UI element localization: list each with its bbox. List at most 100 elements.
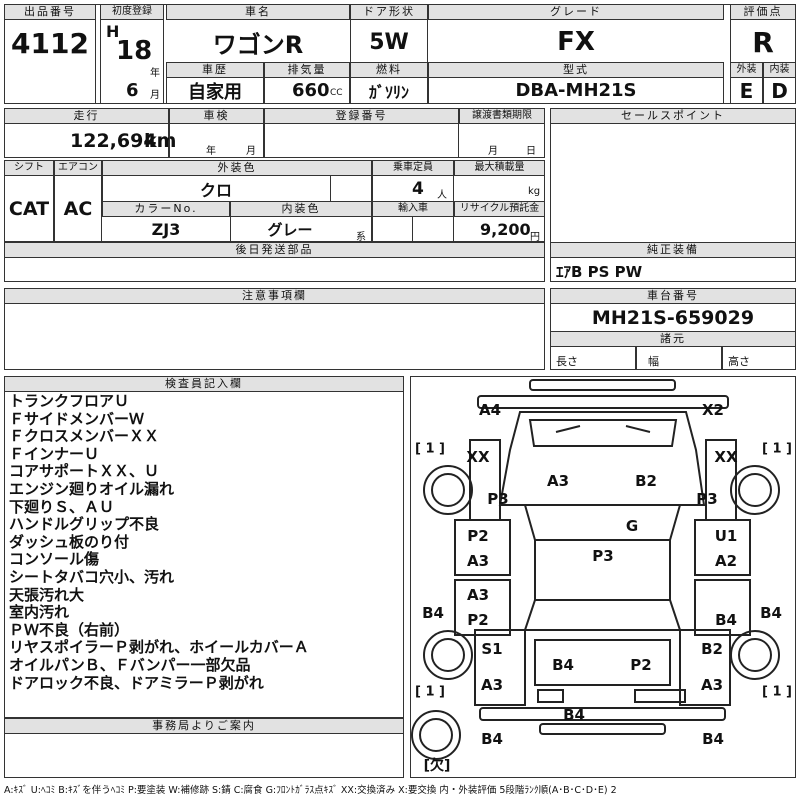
interior-cell bbox=[763, 77, 796, 104]
mileage-unit: km bbox=[144, 130, 177, 152]
dmg-x2-tr: X2 bbox=[701, 401, 725, 419]
note-line: ＰＷ不良（右前） bbox=[9, 620, 130, 639]
front-bumper-bar bbox=[529, 379, 676, 391]
car-diagram bbox=[411, 379, 780, 760]
rear-hatch bbox=[534, 639, 671, 686]
ext-color: クロ bbox=[199, 180, 232, 200]
model: DBA-MH21S bbox=[515, 80, 637, 101]
dmg-p2-rl: P2 bbox=[467, 611, 489, 629]
max-load-unit: kg bbox=[528, 186, 541, 197]
car-name: ワゴンR bbox=[212, 30, 304, 59]
dmg-b4-bl: B4 bbox=[481, 730, 503, 748]
int-color-cell bbox=[230, 216, 372, 242]
note-line: 室内汚れ bbox=[9, 603, 70, 622]
era: H bbox=[106, 22, 120, 41]
displacement-cell bbox=[264, 77, 350, 104]
sales-point-box bbox=[550, 108, 796, 258]
door-rear-right bbox=[694, 579, 751, 636]
parts-label: 後日発送部品 bbox=[4, 242, 545, 258]
ac: AC bbox=[63, 197, 93, 220]
fuel-cell bbox=[350, 77, 428, 104]
dmg-a3-rl: A3 bbox=[466, 586, 490, 604]
dmg-p3-r: P3 bbox=[696, 490, 718, 508]
dmg-p3-l: P3 bbox=[487, 490, 509, 508]
history-label: 車歴 bbox=[166, 62, 264, 78]
caution-label: 注意事項欄 bbox=[4, 288, 545, 304]
shift-label: シフト bbox=[4, 160, 54, 176]
int-color-unit: 系 bbox=[356, 232, 366, 243]
dmg-a3-rq: A3 bbox=[700, 676, 724, 694]
specs-label: 諸元 bbox=[550, 331, 796, 347]
tire-lb: [ 1 ] bbox=[415, 684, 445, 700]
mileage-cell bbox=[4, 123, 169, 158]
note-line: シートタバコ穴小、汚れ bbox=[9, 567, 175, 586]
history: 自家用 bbox=[188, 81, 242, 103]
history-cell bbox=[166, 77, 264, 104]
wheel-spare-inner bbox=[419, 718, 453, 752]
wheel-front-left-inner bbox=[431, 473, 465, 507]
fuel-label: 燃料 bbox=[350, 62, 428, 78]
diagram-box bbox=[410, 376, 796, 778]
dmg-a4-tl: A4 bbox=[478, 401, 502, 419]
model-label: 型式 bbox=[428, 62, 724, 78]
fuel: ｶﾞｿﾘﾝ bbox=[368, 82, 409, 102]
length-label: 長さ bbox=[556, 355, 578, 368]
dmg-b4-lside: B4 bbox=[422, 604, 444, 622]
import-label: 輸入車 bbox=[372, 201, 454, 217]
dmg-g-roof: G bbox=[625, 517, 639, 535]
dmg-b4-rr: B4 bbox=[715, 611, 737, 629]
rear-quarter-right bbox=[679, 629, 731, 706]
rear-light-left bbox=[537, 689, 564, 703]
shift: CAT bbox=[8, 197, 50, 220]
grille-slat bbox=[555, 425, 651, 433]
front-grille bbox=[528, 419, 678, 447]
displacement-unit: CC bbox=[330, 88, 343, 98]
rear-window bbox=[523, 599, 682, 631]
dmg-b4-rearl: B4 bbox=[552, 656, 574, 674]
note-line: エンジン廻りオイル漏れ bbox=[9, 479, 175, 498]
lot-no-label: 出品番号 bbox=[4, 4, 96, 20]
dmg-a3-fl: A3 bbox=[466, 552, 490, 570]
inspection-label: 車検 bbox=[169, 108, 264, 124]
first-reg-label: 初度登録 bbox=[100, 4, 164, 20]
dmg-a3-lq: A3 bbox=[480, 676, 504, 694]
rear-bumper-lower bbox=[539, 723, 666, 735]
model-cell bbox=[428, 77, 724, 104]
note-line: ＦサイドメンバーＷ bbox=[9, 409, 145, 428]
note-line: リヤスポイラーＰ剥がれ、ホイールカバーＡ bbox=[9, 638, 309, 657]
wheel-spare bbox=[411, 710, 461, 760]
door-front-left bbox=[454, 519, 511, 576]
score: R bbox=[752, 25, 774, 59]
note-line: 下廻りＳ、ＡＵ bbox=[9, 497, 115, 516]
int-color: グレー bbox=[267, 220, 313, 239]
dmg-s1: S1 bbox=[481, 640, 503, 658]
transfer-label: 譲渡書類期限 bbox=[459, 108, 545, 124]
transfer-month-unit: 月 bbox=[488, 146, 498, 157]
dmg-xx-r: XX bbox=[714, 448, 738, 466]
hood-outline bbox=[498, 411, 706, 506]
inspection-year-unit: 年 bbox=[206, 146, 216, 157]
front-bumper-bar2 bbox=[477, 395, 729, 409]
displacement-label: 排気量 bbox=[264, 62, 350, 78]
ac-label: エアコン bbox=[54, 160, 102, 176]
wheel-rear-left-inner bbox=[431, 638, 465, 672]
exterior: E bbox=[739, 78, 754, 103]
inspection-cell bbox=[169, 123, 264, 158]
dmg-a3-hood: A3 bbox=[546, 472, 570, 490]
inspector-notes: トランクフロアＵ ＦサイドメンバーＷ ＦクロスメンバーＸＸ ＦインナーＵ コアサ… bbox=[9, 392, 399, 692]
ext-color-divider bbox=[330, 175, 331, 202]
recycle-unit: 円 bbox=[530, 232, 540, 243]
door-front-right bbox=[694, 519, 751, 576]
wheel-front-right-inner bbox=[738, 473, 772, 507]
legend: A:ｷｽﾞ U:ﾍｺﾐ B:ｷｽﾞを伴うﾍｺﾐ P:要塗装 W:補修跡 S:錆 … bbox=[4, 785, 617, 796]
dmg-b4-bumper: B4 bbox=[563, 706, 585, 724]
first-reg-cell bbox=[100, 19, 164, 104]
reg-no-label: 登録番号 bbox=[264, 108, 459, 124]
capacity-unit: 人 bbox=[437, 190, 447, 201]
grade: FX bbox=[557, 27, 595, 57]
car-name-label: 車名 bbox=[166, 4, 350, 20]
note-line: ＦインナーＵ bbox=[9, 444, 100, 463]
door-rear-left bbox=[454, 579, 511, 636]
tire-rb: [ 1 ] bbox=[762, 684, 792, 700]
chassis: MH21S-659029 bbox=[591, 307, 755, 329]
